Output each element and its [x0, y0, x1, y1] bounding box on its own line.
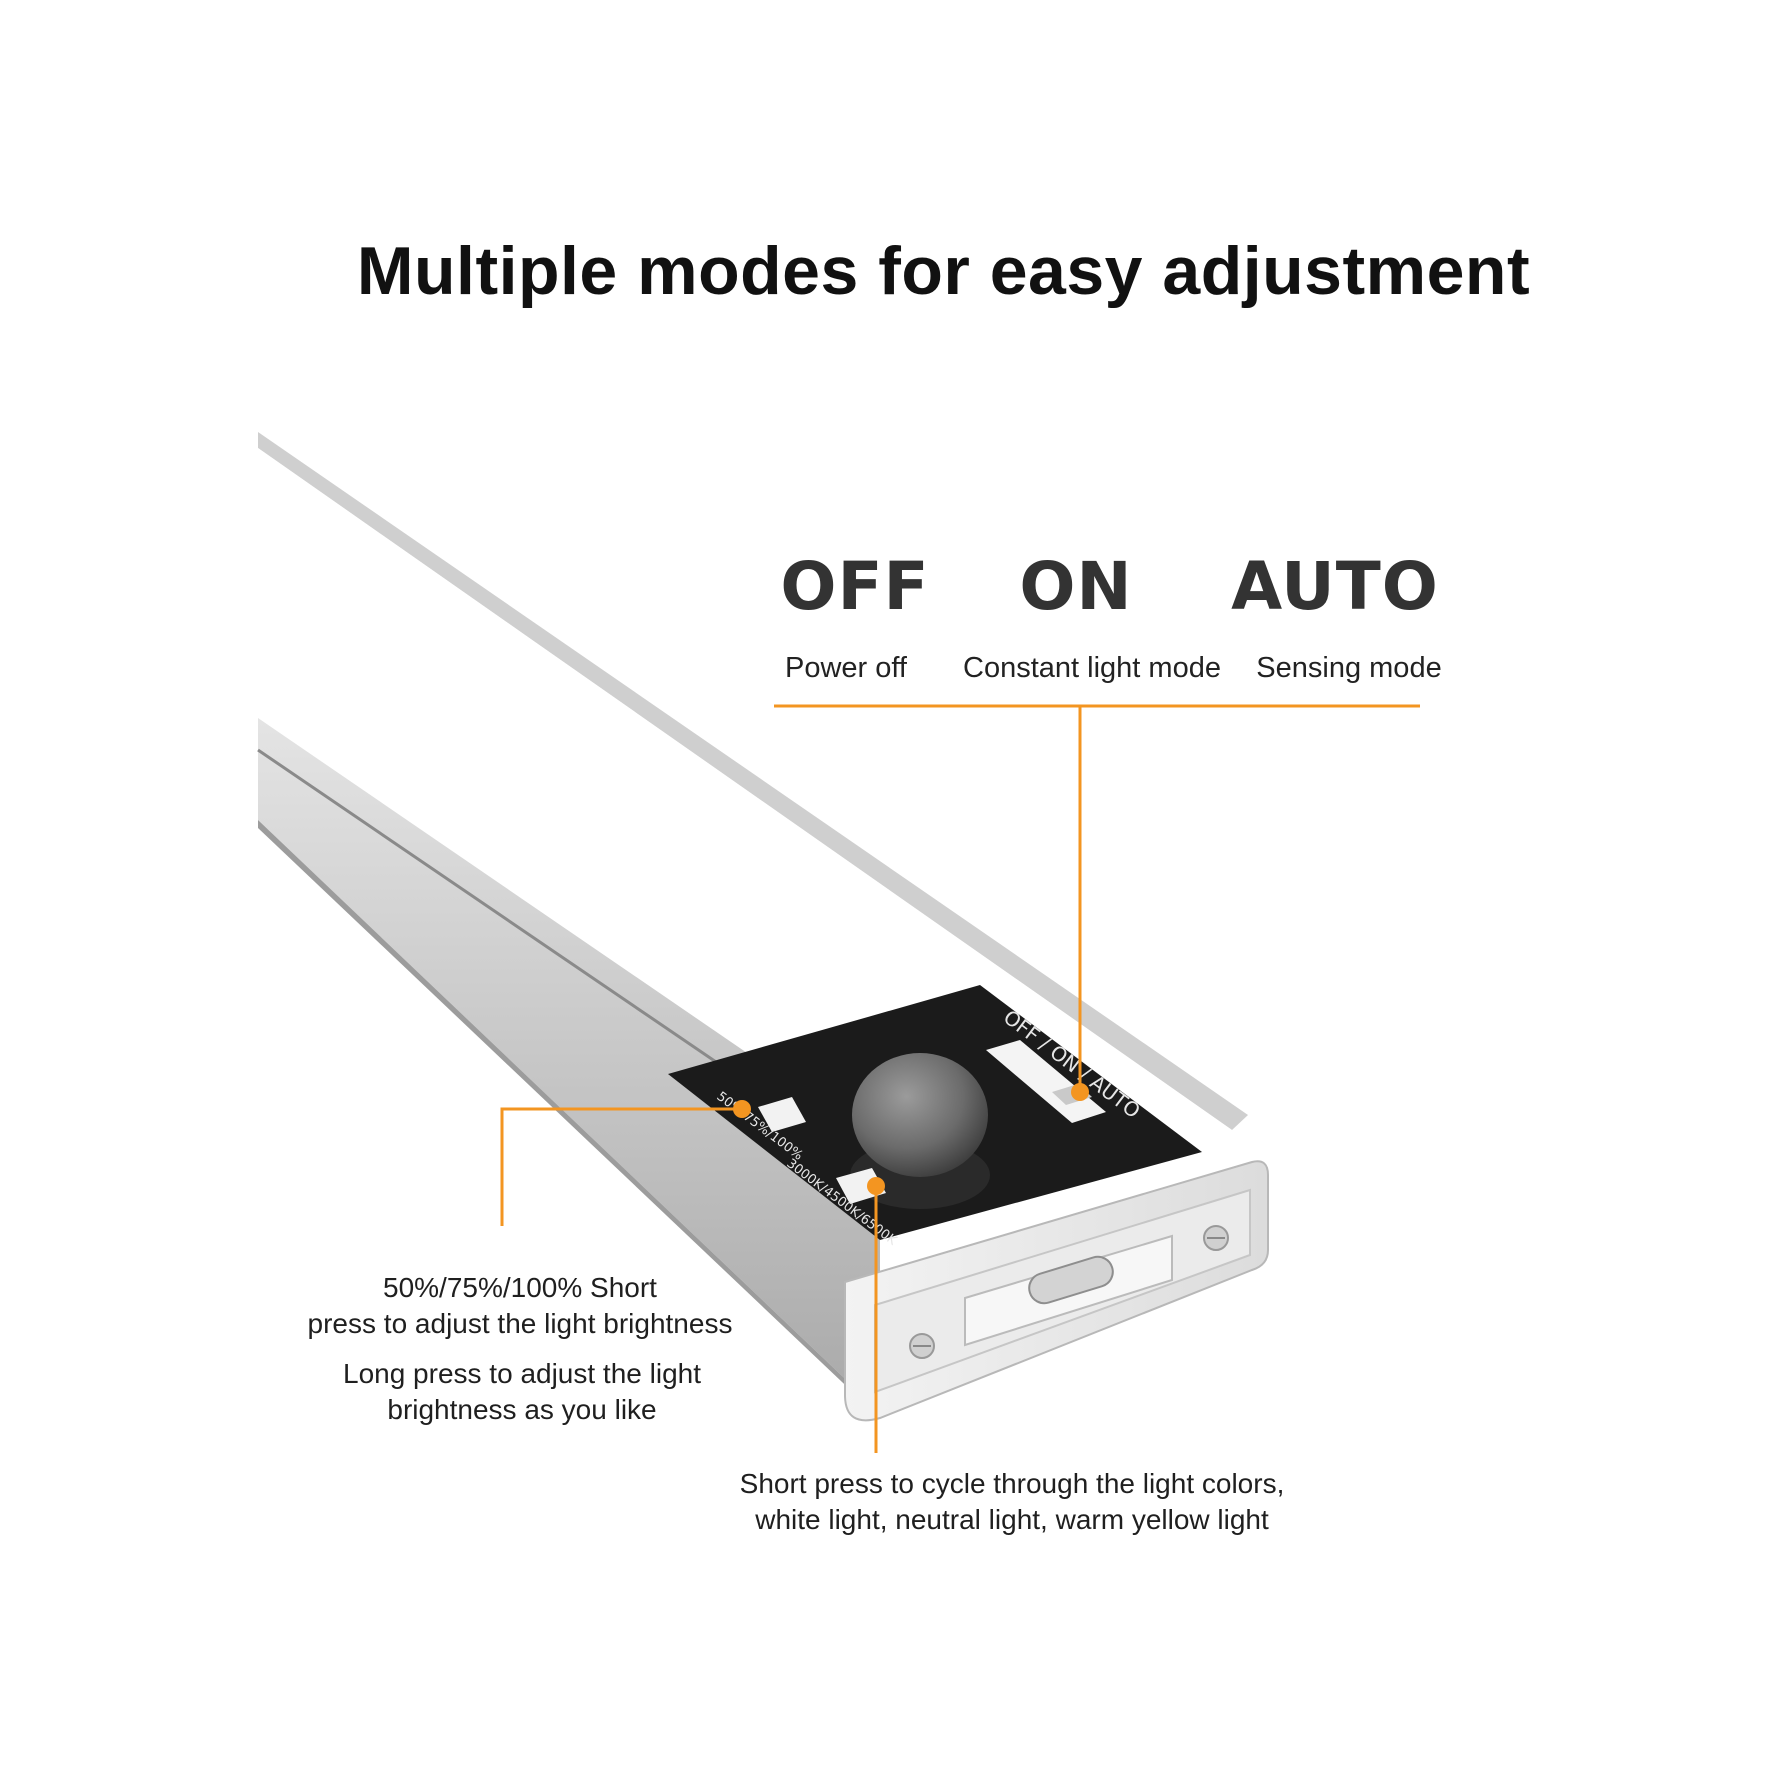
bar-diffuser	[258, 448, 1232, 1155]
long-press-caption-line2: brightness as you like	[387, 1394, 657, 1425]
mode-on-label: ON	[1019, 548, 1133, 625]
long-press-caption-line1: Long press to adjust the light	[342, 1358, 702, 1389]
page-title: Multiple modes for easy adjustment	[356, 233, 1531, 309]
mode-auto-description: Sensing mode	[1256, 652, 1442, 684]
brightness-caption: 50%/75%/100% Short press to adjust the l…	[308, 1270, 733, 1342]
mode-on-description: Constant light mode	[963, 652, 1221, 684]
color-caption-line1: Short press to cycle through the light c…	[739, 1468, 1285, 1499]
motion-sensor-dome	[852, 1053, 988, 1177]
brightness-dot	[733, 1100, 751, 1118]
color-button	[836, 1168, 886, 1204]
brightness-caption-line1: 50%/75%/100% Short	[383, 1272, 657, 1303]
color-dot	[867, 1177, 885, 1195]
long-press-caption: Long press to adjust the light brightnes…	[343, 1356, 701, 1428]
color-caption: Short press to cycle through the light c…	[740, 1466, 1285, 1538]
mode-off-description: Power off	[785, 652, 907, 684]
mode-auto-label: AUTO	[1231, 548, 1439, 625]
usb-c-port	[1028, 1255, 1114, 1305]
bar-top-rail	[258, 432, 1248, 1130]
mode-off-label: OFF	[780, 548, 930, 625]
mode-switch-track	[986, 1040, 1106, 1123]
bar-side-face	[258, 718, 880, 1412]
brightness-caption-line2: press to adjust the light brightness	[307, 1308, 733, 1339]
color-caption-line2: white light, neutral light, warm yellow …	[755, 1504, 1269, 1535]
brightness-connector	[500, 1107, 740, 1226]
brightness-button	[758, 1097, 806, 1132]
mode-switch-dot	[1071, 1083, 1089, 1101]
